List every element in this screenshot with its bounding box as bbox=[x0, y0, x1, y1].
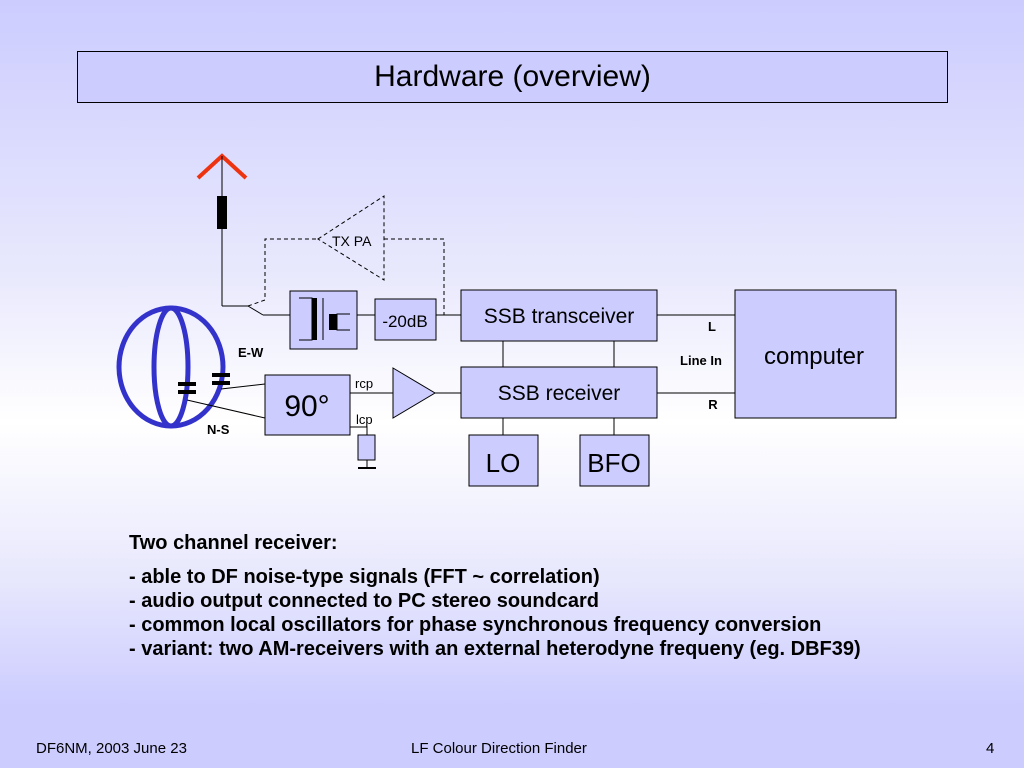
ssb-receiver-block: SSB receiver bbox=[460, 366, 658, 419]
preamp-triangle bbox=[392, 367, 436, 419]
left-channel-label: L bbox=[708, 319, 716, 334]
termination-resistor-icon bbox=[350, 426, 376, 469]
tr-switch bbox=[247, 238, 318, 316]
description-item: - able to DF noise-type signals (FFT ~ c… bbox=[129, 566, 600, 588]
bfo-block: BFO bbox=[579, 434, 650, 487]
vertical-antenna-icon bbox=[196, 153, 248, 307]
ns-label: N-S bbox=[207, 422, 230, 437]
svg-text:-20dB: -20dB bbox=[382, 312, 427, 331]
tx-pa-label: TX PA bbox=[332, 233, 372, 249]
lcp-label: lcp bbox=[356, 412, 373, 427]
lo-block: LO bbox=[468, 434, 539, 487]
description-heading: Two channel receiver: bbox=[129, 532, 338, 554]
svg-text:90°: 90° bbox=[284, 390, 329, 423]
svg-text:LO: LO bbox=[486, 448, 521, 478]
transformer-block bbox=[289, 290, 358, 350]
rcp-label: rcp bbox=[355, 376, 373, 391]
ssb-transceiver-block: SSB transceiver bbox=[460, 289, 658, 342]
footer-author-date: DF6NM, 2003 June 23 bbox=[36, 740, 187, 757]
description-item: - common local oscillators for phase syn… bbox=[129, 614, 822, 636]
hybrid-90-block: 90° bbox=[264, 374, 351, 436]
description-list: Two channel receiver: - able to DF noise… bbox=[129, 532, 861, 661]
right-channel-label: R bbox=[708, 397, 718, 412]
footer-presentation-title: LF Colour Direction Finder bbox=[411, 740, 587, 757]
description-item: - audio output connected to PC stereo so… bbox=[129, 590, 600, 612]
crossed-loop-antenna-icon bbox=[116, 305, 230, 429]
slide-title: Hardware (overview) bbox=[77, 51, 948, 103]
svg-text:SSB transceiver: SSB transceiver bbox=[484, 305, 635, 328]
tx-pa-amplifier: TX PA bbox=[317, 195, 445, 315]
footer-page-number: 4 bbox=[986, 740, 995, 757]
svg-text:BFO: BFO bbox=[587, 448, 640, 478]
svg-text:SSB receiver: SSB receiver bbox=[498, 382, 621, 405]
attenuator-block: -20dB bbox=[374, 298, 437, 341]
ew-label: E-W bbox=[238, 345, 264, 360]
computer-block: computer bbox=[734, 289, 897, 419]
svg-text:computer: computer bbox=[764, 343, 864, 370]
description-item: - variant: two AM-receivers with an exte… bbox=[129, 638, 861, 660]
line-in-label: Line In bbox=[680, 353, 722, 368]
